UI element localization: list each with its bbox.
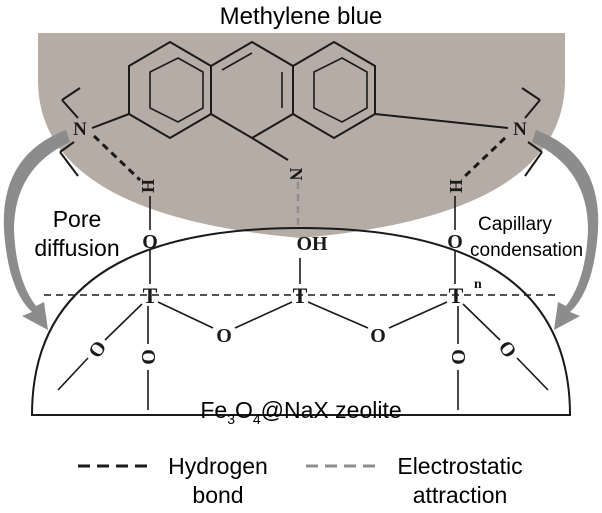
atom-t-center: T	[293, 283, 308, 308]
capillary-condensation-arrow	[532, 130, 599, 330]
atom-oh-center: OH	[296, 233, 328, 255]
atom-h-right: H	[446, 179, 466, 193]
atom-o-right: O	[447, 231, 463, 253]
zeolite-label-fe: Fe	[200, 397, 227, 423]
dimethylamino-groups	[59, 87, 543, 177]
legend-hydrogen-line1: Hydrogen	[168, 453, 268, 479]
atom-n-right: N	[513, 119, 527, 140]
pore-diffusion-line1: Pore	[53, 206, 102, 232]
legend-hydrogen-line2: bond	[192, 482, 243, 508]
title: Methylene blue	[220, 3, 383, 30]
pore-diffusion-line2: diffusion	[34, 235, 119, 261]
process-arrows	[3, 130, 599, 330]
methylene-blue-region	[38, 33, 565, 238]
atom-t-left: T	[143, 283, 158, 308]
zeolite-label-sub4: 4	[253, 411, 261, 427]
legend: Hydrogen bond Electrostatic attraction	[78, 453, 523, 508]
atom-o-lower-right: O	[448, 349, 470, 365]
atom-n-center: N	[286, 168, 306, 181]
atom-labels: N N N H H O OH O T T T O O O O O O	[73, 119, 527, 365]
n-marker: n	[474, 277, 482, 292]
atom-n-left: N	[73, 119, 87, 140]
atom-o-left: O	[142, 231, 158, 253]
atom-o-bridge-right: O	[370, 325, 386, 347]
capillary-condensation-line2: condensation	[470, 240, 583, 261]
hydrogen-bonds	[92, 134, 507, 182]
atom-t-right: T	[449, 283, 464, 308]
zeolite-surface	[30, 226, 572, 416]
atom-o-bridge-left: O	[216, 325, 232, 347]
zeolite-label-sub3: 3	[227, 411, 235, 427]
legend-electrostatic-line2: attraction	[413, 482, 508, 508]
atom-h-left: H	[138, 179, 158, 193]
zeolite-label-suffix: @NaX zeolite	[261, 397, 402, 423]
pore-diffusion-arrow	[3, 130, 71, 330]
capillary-condensation-line1: Capillary	[478, 214, 552, 235]
zeolite-label-o: O	[235, 397, 253, 423]
legend-electrostatic-line1: Electrostatic	[397, 453, 522, 479]
zeolite-label: Fe3O4@NaX zeolite	[200, 397, 401, 427]
atom-o-lower-left: O	[138, 349, 160, 365]
framework-bonds	[57, 196, 549, 410]
